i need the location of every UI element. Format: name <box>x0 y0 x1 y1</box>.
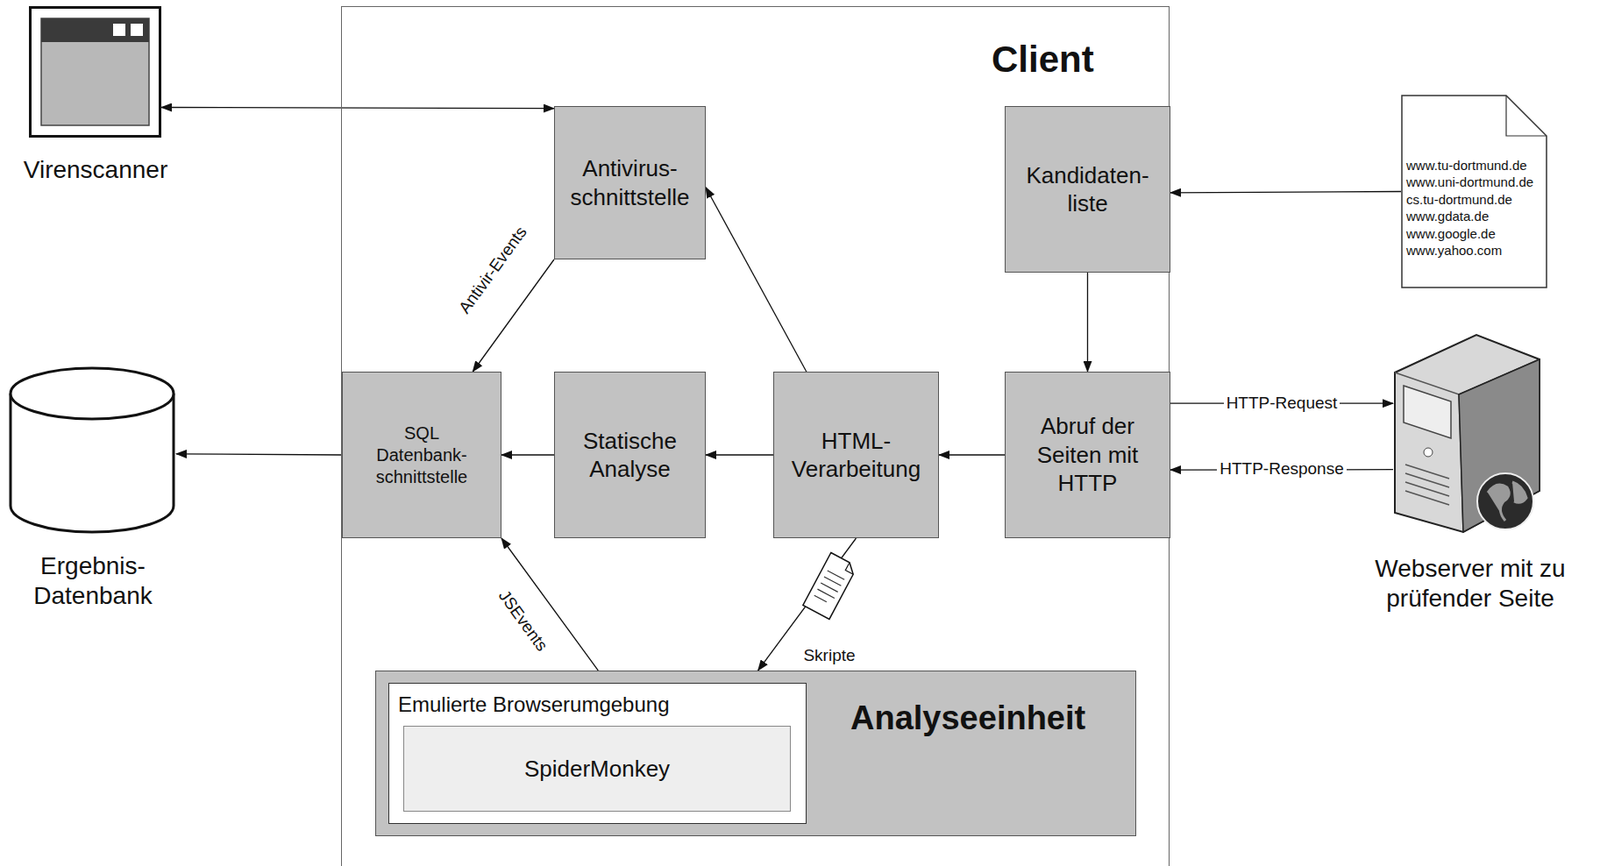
url-line: cs.tu-dortmund.de <box>1406 192 1513 207</box>
connector <box>938 454 1005 456</box>
url-line: www.google.de <box>1406 226 1496 242</box>
node-unit: Analyseeinheit Emulierte BrowserumgebungS… <box>375 670 1137 837</box>
edge-label: HTTP-Response <box>1216 460 1347 479</box>
globe-land <box>1487 482 1527 521</box>
connector <box>501 454 555 456</box>
connector <box>176 454 342 456</box>
node-server: Webserver mit zu prüfender Seite <box>1344 333 1597 605</box>
url-line: www.yahoo.com <box>1406 242 1502 258</box>
node-doc: www.tu-dortmund.dewww.uni-dortmund.de cs.… <box>1400 94 1548 289</box>
connector <box>1170 192 1401 193</box>
node-window: Virenscanner <box>0 6 192 217</box>
process-label: HTML- Verarbeitung <box>782 426 930 484</box>
server-drive <box>1403 385 1451 439</box>
connector <box>161 107 555 109</box>
connector <box>705 187 807 372</box>
cylinder-top <box>10 368 174 420</box>
url-line: www.tu-dortmund.de <box>1406 157 1528 173</box>
node-box: SQL Datenbank- schnittstelle <box>341 371 502 539</box>
node-caption: Ergebnis- Datenbank <box>0 551 186 611</box>
window-button <box>113 23 126 36</box>
document-icon <box>1400 94 1548 289</box>
window-icon <box>28 6 162 138</box>
node-env: Emulierte BrowserumgebungSpiderMonkey <box>388 682 807 825</box>
process-label: Statische Analyse <box>563 426 697 484</box>
server-vent <box>1405 464 1450 505</box>
edge-label: JSEvents <box>494 586 551 655</box>
connector <box>1087 272 1088 372</box>
env-title: Emulierte Browserumgebung <box>398 692 669 718</box>
server-icon <box>1393 333 1542 534</box>
process-label: Kandidaten- liste <box>1014 161 1161 219</box>
node-box: Antivirus- schnittstelle <box>554 106 706 260</box>
url-line: www.uni-dortmund.de <box>1406 174 1534 190</box>
server-led <box>1423 448 1433 457</box>
node-region: ClientAntivirus- schnittstelle Kandidaten… <box>341 6 1170 866</box>
window-button <box>130 23 143 36</box>
engine-label: SpiderMonkey <box>524 754 670 784</box>
globe <box>1477 473 1534 530</box>
node-spider: SpiderMonkey <box>403 725 791 812</box>
node-box: Abruf der Seiten mit HTTP <box>1004 371 1171 539</box>
script-document-icon <box>803 552 858 619</box>
process-label: Antivirus- schnittstelle <box>563 154 697 212</box>
connector <box>758 538 857 671</box>
server-case <box>1394 334 1540 533</box>
document-fold <box>1506 95 1547 136</box>
window-frame <box>30 7 161 137</box>
process-label: Abruf der Seiten mit HTTP <box>1014 412 1161 498</box>
region-title: Client <box>991 38 1095 81</box>
node-caption: Virenscanner <box>0 155 192 185</box>
node-box: Statische Analyse <box>554 371 706 539</box>
server-side <box>1458 359 1540 533</box>
edge-label: Antivir-Events <box>455 222 532 317</box>
node-box: Kandidaten- liste <box>1004 106 1171 273</box>
connector <box>705 454 774 456</box>
url-line: www.gdata.de <box>1406 208 1489 224</box>
edge-label: Skripte <box>803 647 855 666</box>
window-body <box>41 18 150 126</box>
node-box: HTML- Verarbeitung <box>773 371 939 539</box>
unit-title: Analyseeinheit <box>850 699 1086 738</box>
process-label: SQL Datenbank- schnittstelle <box>358 422 485 489</box>
window-titlebar <box>41 18 150 43</box>
node-db: Ergebnis- Datenbank <box>0 365 186 598</box>
node-caption: Webserver mit zu prüfender Seite <box>1344 554 1597 613</box>
document-page <box>1401 95 1547 288</box>
edge-label: HTTP-Request <box>1223 394 1341 413</box>
database-cylinder <box>7 365 177 536</box>
